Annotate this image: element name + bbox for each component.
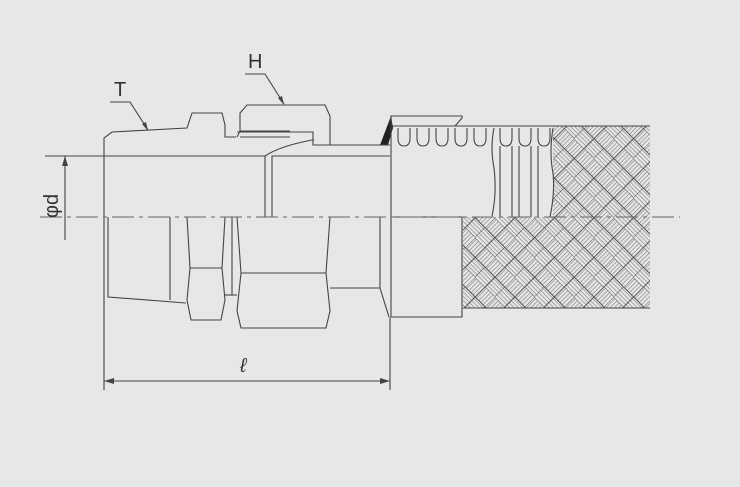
braided-hose <box>463 125 650 309</box>
length-label: ℓ <box>239 355 248 377</box>
hex-leader: H <box>245 51 285 105</box>
corrugated-tube <box>392 125 555 218</box>
diameter-label: φd <box>41 194 63 218</box>
thread-leader: T <box>110 79 149 131</box>
fitting-body <box>103 104 390 329</box>
thread-label: T <box>114 79 126 101</box>
hex-label: H <box>248 51 262 73</box>
diameter-dimension: φd <box>41 155 104 240</box>
length-dimension: ℓ <box>103 298 391 390</box>
